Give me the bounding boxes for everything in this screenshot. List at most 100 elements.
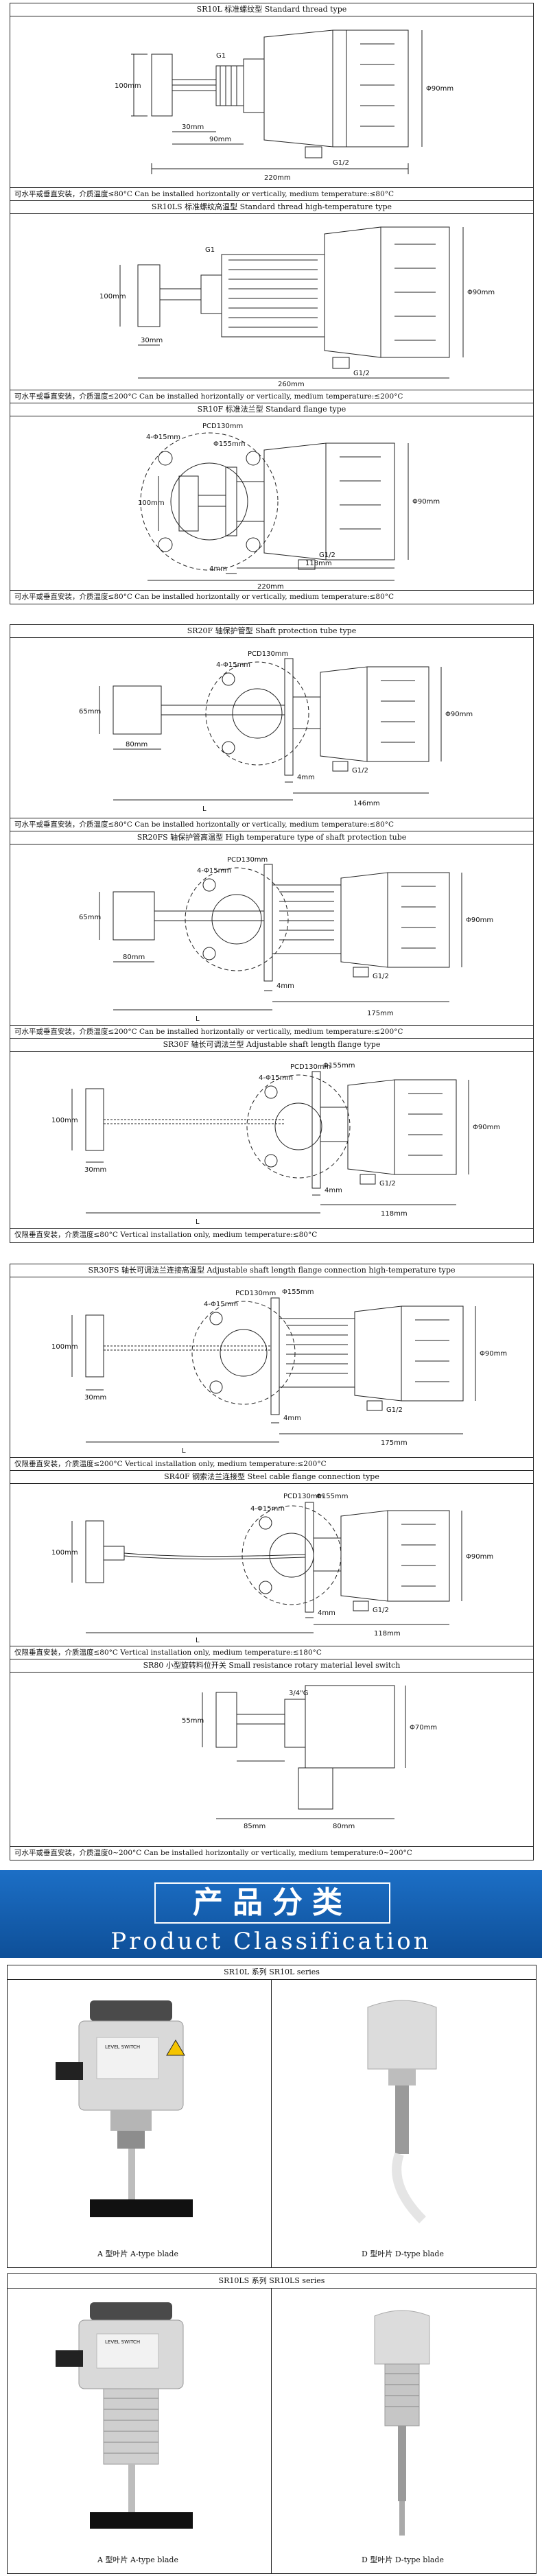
dim-a: 100mm <box>99 293 126 300</box>
dim-a: 55mm <box>182 1717 204 1725</box>
dim-h: G1/2 <box>353 370 370 377</box>
diagram-drawing: 100mm 118mm 4mm 220mm Φ90mm PCD130mm G1/… <box>10 416 533 591</box>
diagram-note: 可水平或垂直安装，介质温度≤80°C Can be installed hori… <box>10 187 533 200</box>
dim-l: L <box>202 805 207 813</box>
dim-h: G1/2 <box>386 1406 403 1414</box>
dim-h: G1/2 <box>319 552 335 559</box>
dim-e: Φ90mm <box>473 1124 500 1131</box>
dim-c: 4mm <box>297 774 315 781</box>
dim-a: 100mm <box>51 1117 78 1124</box>
dim-d: 4mm <box>325 1187 342 1194</box>
diagram-note: 可水平或垂直安装，介质温度≤80°C Can be installed hori… <box>10 590 533 603</box>
dim-b: 175mm <box>381 1439 408 1447</box>
dim-d: 4mm <box>283 1415 301 1422</box>
dim-c: 4mm <box>318 1609 335 1617</box>
product-photo-d-type <box>374 2310 430 2536</box>
dim-i: 4-Φ15mm <box>250 1505 285 1513</box>
dim-b: 118mm <box>374 1630 401 1638</box>
diagram-drawing: 100mm 118mm 4mm Φ90mm PCD130mm G1/2 4-Φ1… <box>10 1483 533 1646</box>
dim-h: G1/2 <box>379 1180 396 1187</box>
dim-c: 4mm <box>276 982 294 990</box>
left-caption: A 型叶片 A-type blade <box>97 2249 178 2258</box>
dim-e: Φ90mm <box>466 917 493 924</box>
product-series-title: SR10LS 系列 SR10LS series <box>8 2274 536 2289</box>
dim-e: Φ90mm <box>412 498 440 506</box>
dim-h: G1/2 <box>373 1607 389 1614</box>
dim-e: Φ90mm <box>466 1553 493 1561</box>
diagram-title: SR20F 轴保护管型 Shaft protection tube type <box>10 625 533 638</box>
diagram-title: SR30F 轴长可调法兰型 Adjustable shaft length fl… <box>10 1038 533 1052</box>
dim-j: Φ155mm <box>282 1288 314 1296</box>
dim-j: Φ155mm <box>316 1493 348 1500</box>
product-photo-d-type <box>367 2000 437 2223</box>
diagram-group-1: SR10L 标准螺纹型 Standard thread type <box>10 3 534 604</box>
product-photo-a-type: LEVEL SWITCH <box>56 2302 193 2529</box>
banner-title-cn: 产品分类 <box>193 1885 352 1920</box>
diagram-note: 仅限垂直安装，介质温度≤200°C Vertical installation … <box>10 1457 533 1470</box>
dim-b: 85mm <box>244 1823 266 1830</box>
diagram-note: 可水平或垂直安装，介质温度≤200°C Can be installed hor… <box>10 390 533 403</box>
dim-a: 65mm <box>79 708 101 716</box>
diagram-note: 仅限垂直安装，介质温度≤80°C Vertical installation o… <box>10 1228 533 1241</box>
dim-d: 146mm <box>353 800 380 807</box>
dim-g: PCD130mm <box>283 1493 324 1500</box>
dim-g: PCD130mm <box>227 856 268 864</box>
dim-a: 100mm <box>51 1343 78 1351</box>
diagram-drawing: 65mm 80mm 4mm 175mm Φ90mm PCD130mm G1/2 … <box>10 844 533 1025</box>
diagram-drawing: 65mm 80mm 4mm 146mm Φ90mm PCD130mm G1/2 … <box>10 638 533 818</box>
diagram-title: SR10LS 标准螺纹高温型 Standard thread high-temp… <box>10 200 533 214</box>
dim-j: Φ155mm <box>323 1062 355 1070</box>
dim-h: G1/2 <box>373 973 389 980</box>
diagram-title: SR10L 标准螺纹型 Standard thread type <box>10 3 533 16</box>
housing-label: LEVEL SWITCH <box>105 2339 140 2345</box>
dim-c: 30mm <box>141 337 163 344</box>
diagram-drawing: 100mm 175mm 30mm 4mm Φ90mm PCD130mm G1/2… <box>10 1277 533 1457</box>
dim-a: 65mm <box>79 914 101 921</box>
dim-e: Φ90mm <box>445 711 473 718</box>
diagram-title: SR10F 标准法兰型 Standard flange type <box>10 403 533 416</box>
diagram-drawing: 55mm 85mm 80mm Φ70mm 3/4"G <box>10 1672 533 1846</box>
left-caption: A 型叶片 A-type blade <box>97 2555 178 2564</box>
dim-g: PCD130mm <box>202 423 243 430</box>
dim-b: 80mm <box>126 741 148 748</box>
housing-label: LEVEL SWITCH <box>105 2044 140 2050</box>
dim-g: PCD130mm <box>248 650 288 658</box>
dim-b: 80mm <box>123 954 145 961</box>
diagram-note: 可水平或垂直安装，介质温度≤80°C Can be installed hori… <box>10 818 533 831</box>
diagram-title: SR20FS 轴保护管高温型 High temperature type of … <box>10 831 533 844</box>
dim-g: G1 <box>205 246 215 254</box>
dim-l: L <box>196 1015 200 1023</box>
dim-c: 80mm <box>333 1823 355 1830</box>
banner-title-en: Product Classification <box>110 1928 432 1955</box>
dim-d: 175mm <box>367 1010 394 1017</box>
diagram-note: 可水平或垂直安装，介质温度0~200°C Can be installed ho… <box>10 1846 533 1859</box>
product-photo-a-type: LEVEL SWITCH <box>56 2000 193 2217</box>
product-classification-banner: 产品分类 Product Classification <box>0 1870 542 1958</box>
dim-i: 4-Φ15mm <box>204 1301 238 1308</box>
dim-e: Φ90mm <box>426 85 453 93</box>
dim-i: 4-Φ15mm <box>146 434 180 441</box>
dim-l: L <box>196 1637 200 1644</box>
dim-l: L <box>196 1218 200 1226</box>
diagram-title: SR80 小型旋转料位开关 Small resistance rotary ma… <box>10 1659 533 1673</box>
dim-e: Φ90mm <box>480 1350 507 1358</box>
diagram-group-3: SR30FS 轴长可调法兰连接高温型 Adjustable shaft leng… <box>10 1264 534 1860</box>
dim-b: 118mm <box>305 560 332 567</box>
right-caption: D 型叶片 D-type blade <box>362 2555 444 2564</box>
diagram-title: SR30FS 轴长可调法兰连接高温型 Adjustable shaft leng… <box>10 1264 533 1277</box>
dim-e: Φ90mm <box>467 289 495 296</box>
dim-g: 3/4"G <box>289 1690 308 1697</box>
dim-g: PCD130mm <box>290 1063 331 1071</box>
dim-h: G1/2 <box>352 767 368 775</box>
dim-e: Φ70mm <box>410 1724 437 1732</box>
diagram-note: 可水平或垂直安装，介质温度≤200°C Can be installed hor… <box>10 1025 533 1038</box>
dim-g: PCD130mm <box>235 1290 276 1297</box>
dim-c: 30mm <box>182 123 204 131</box>
dim-h: G1/2 <box>333 159 349 167</box>
diagram-title: SR40F 钢索法兰连接型 Steel cable flange connect… <box>10 1470 533 1484</box>
product-series-sr10ls: SR10LS 系列 SR10LS series LEVEL SWITCH A 型… <box>7 2273 537 2574</box>
diagram-note: 仅限垂直安装，介质温度≤80°C Vertical installation o… <box>10 1646 533 1659</box>
dim-b: 118mm <box>381 1210 408 1218</box>
dim-a: 100mm <box>115 82 141 90</box>
